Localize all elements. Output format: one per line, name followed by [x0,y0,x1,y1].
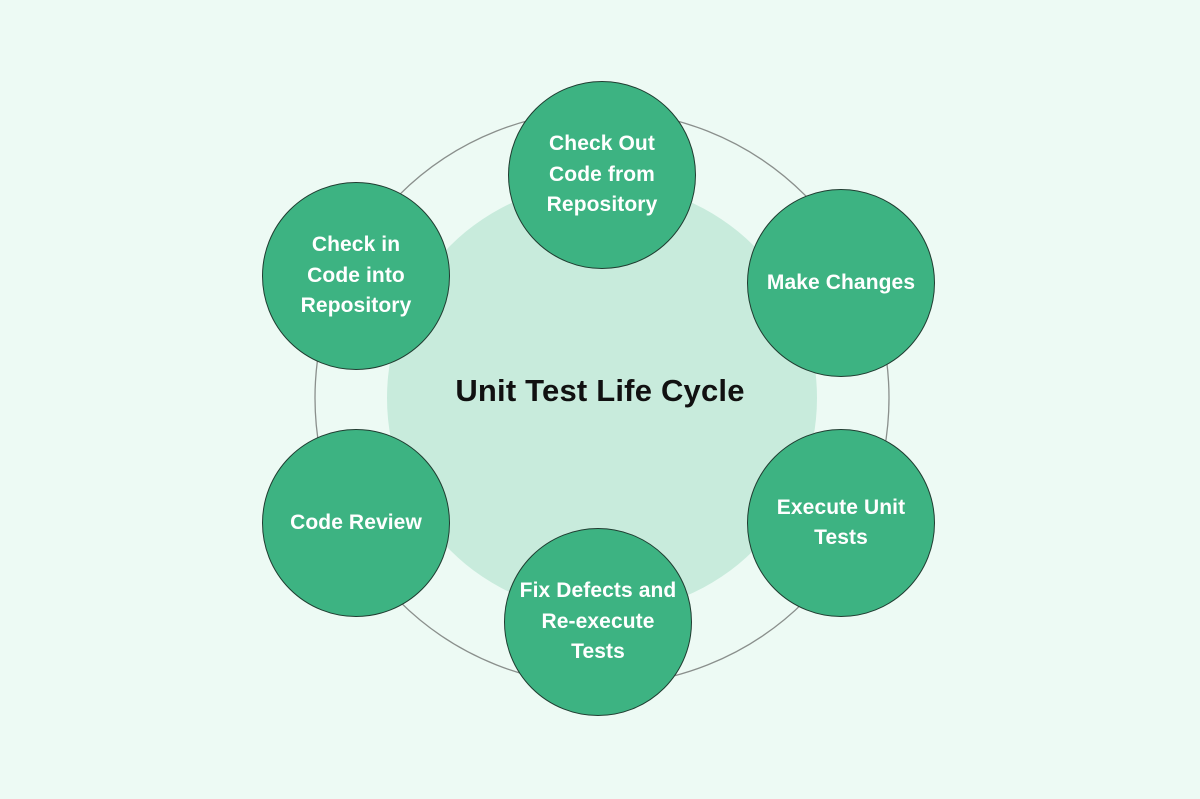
diagram-center-title: Unit Test Life Cycle [455,373,745,408]
node-execute-unit-tests[interactable]: Execute Unit Tests [747,429,935,617]
node-label: Check Out Code from Repository [546,132,658,217]
node-check-out-code-from-repository[interactable]: Check Out Code from Repository [508,81,696,269]
node-label: Make Changes [766,270,916,294]
node-code-review[interactable]: Code Review [262,429,450,617]
node-label: Check in Code into Repository [300,233,412,318]
node-fix-defects-and-re-execute-tests[interactable]: Fix Defects and Re-execute Tests [504,528,692,716]
node-label: Fix Defects and Re-execute Tests [519,579,677,664]
node-label: Code Review [290,510,422,534]
node-make-changes[interactable]: Make Changes [747,189,935,377]
inner-highlight-circle [387,183,817,613]
node-check-in-code-into-repository[interactable]: Check in Code into Repository [262,182,450,370]
node-label: Execute Unit Tests [776,495,906,549]
